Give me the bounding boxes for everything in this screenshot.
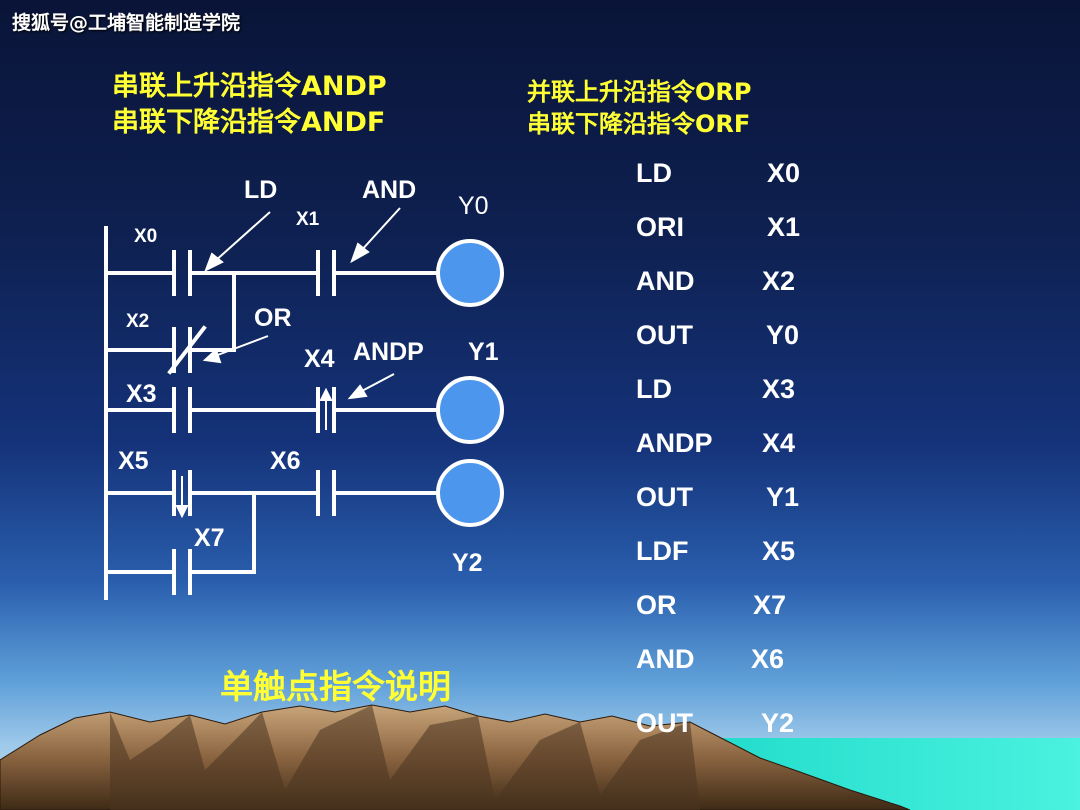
label-x2: X2 [126,311,149,332]
note-or: OR [254,304,292,332]
mountain-shadows [110,705,700,810]
instruction-arg: X7 [753,590,787,620]
arrow-andp [359,373,395,393]
title-orp: 并联上升沿指令ORP [527,78,752,106]
coil-y2 [436,459,504,527]
title-andp: 串联上升沿指令ANDP [112,71,387,102]
coil-y0 [436,239,504,307]
instruction-arg: Y1 [766,482,800,512]
instruction-arg: X1 [767,212,801,242]
instruction-arg: X5 [762,536,796,566]
watermark: 搜狐号@工埔智能制造学院 [12,12,241,34]
instruction-op: AND [636,266,695,296]
instruction-op: OUT [636,708,693,738]
label-x7: X7 [194,524,225,552]
label-y2: Y2 [452,549,483,577]
arrow-and [359,207,401,253]
instruction-op: OUT [636,320,693,350]
arrow-or [214,335,269,357]
contact-x2-slash [167,325,207,375]
instruction-arg: X3 [762,374,796,404]
title-andf: 串联下降沿指令ANDF [112,107,386,138]
note-ld: LD [244,176,277,204]
instruction-op: OUT [636,482,693,512]
arrow-ld [213,211,271,263]
label-x0: X0 [134,226,157,247]
instruction-op: LDF [636,536,689,566]
caption: 单触点指令说明 [220,667,451,706]
instruction-op: ANDP [636,428,713,458]
label-x5: X5 [118,447,149,475]
instruction-arg: Y0 [766,320,800,350]
instruction-op: ORI [636,212,685,242]
note-andp: ANDP [353,338,424,366]
instruction-op: LD [636,158,672,188]
label-y0: Y0 [458,192,489,220]
instruction-op: AND [636,644,695,674]
instruction-op: LD [636,374,672,404]
instruction-op: OR [636,590,677,620]
label-x3: X3 [126,380,157,408]
label-y1: Y1 [468,338,499,366]
instruction-arg: X6 [751,644,785,674]
label-x4: X4 [304,345,335,373]
instruction-arg: X4 [762,428,796,458]
instruction-arg: X0 [767,158,801,188]
title-orf: 串联下降沿指令ORF [527,110,751,138]
label-x1: X1 [296,209,320,230]
instruction-arg: Y2 [761,708,795,738]
label-x6: X6 [270,447,301,475]
instruction-arg: X2 [762,266,796,296]
note-and: AND [362,176,416,204]
coil-y1 [436,376,504,444]
